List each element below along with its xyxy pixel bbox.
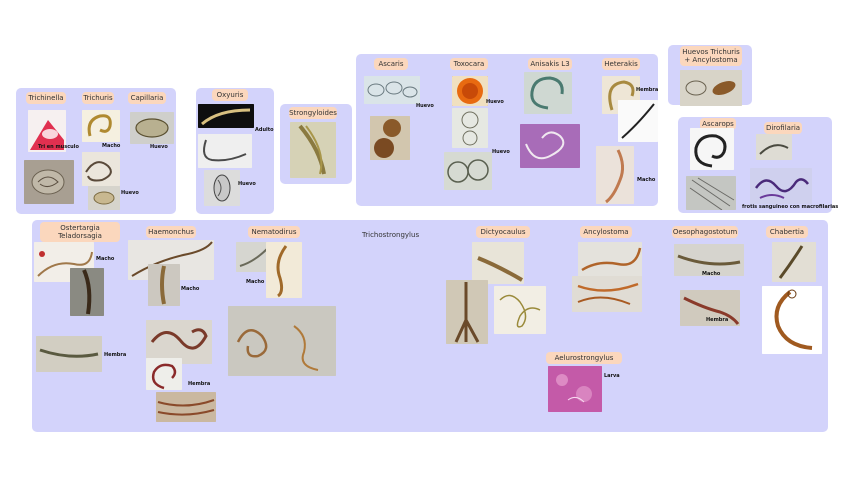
caption-ascaris-huevo: Huevo — [416, 103, 434, 109]
label-aelurostrongylus[interactable]: Aelurostrongylus — [546, 352, 622, 364]
image-anisakis-1 — [524, 72, 572, 114]
image-ascarops — [690, 128, 734, 170]
image-heterakis-macho — [596, 146, 634, 204]
caption-haemonchus-macho: Macho — [181, 286, 200, 292]
label-huevos-trichuris-ancylostoma[interactable]: Huevos Trichuris + Ancylostoma — [680, 46, 742, 66]
label-anisakis[interactable]: Anisakis L3 — [528, 58, 572, 70]
image-ancylostoma-2 — [572, 276, 642, 312]
image-oxyuris-huevo — [204, 170, 240, 206]
label-ostertagia-teladorsagia[interactable]: Ostertargia Teladorsagia — [40, 222, 120, 242]
image-toxocara-huevo-2 — [452, 108, 488, 148]
label-trichuris[interactable]: Trichuris — [82, 92, 114, 104]
image-heterakis-hembra — [602, 76, 640, 114]
caption-ostertagia-macho: Macho — [96, 256, 115, 262]
image-trichuris-worm — [82, 152, 120, 186]
label-oesophagostotum[interactable]: Oesophagostotum — [672, 226, 738, 238]
label-nematodirus[interactable]: Nematodirus — [248, 226, 300, 238]
image-oxyuris-adulto — [198, 104, 254, 128]
image-trichinella-larva — [24, 160, 74, 204]
label-capillaria[interactable]: Capillaria — [128, 92, 166, 104]
image-oesophagostotum-hembra — [680, 290, 740, 326]
label-oxyuris[interactable]: Oxyuris — [212, 89, 248, 101]
caption-ostertagia-hembra: Hembra — [104, 352, 127, 358]
image-ascaris-huevo-detalle — [370, 116, 410, 160]
image-dictyocaulus-1 — [472, 242, 524, 284]
caption-capillaria-huevo: Huevo — [150, 144, 168, 150]
image-nematodirus-2 — [228, 306, 336, 376]
image-chabertia-2 — [762, 286, 822, 354]
label-strongyloides[interactable]: Strongyloides — [289, 107, 337, 119]
image-haemonchus-detalle — [156, 392, 216, 422]
image-huevos-trichuris-ancylostoma — [680, 70, 742, 106]
caption-nematodirus-macho: Macho — [246, 279, 265, 285]
image-ostertagia-hembra — [36, 336, 102, 372]
image-nematodirus-1 — [266, 242, 302, 298]
image-heterakis-worm — [618, 100, 658, 142]
caption-trichinella-musculo: Tri en musculo — [38, 144, 79, 150]
image-anisakis-2 — [520, 124, 580, 168]
image-ascarops-detalle — [686, 176, 736, 210]
image-capillaria-huevo — [130, 112, 174, 144]
caption-oesophagostotum-hembra: Hembra — [706, 317, 729, 323]
label-ascaris[interactable]: Ascaris — [374, 58, 408, 70]
image-ostertagia-detalle — [70, 268, 104, 316]
image-trichuris-huevo — [88, 186, 120, 210]
label-haemonchus[interactable]: Haemonchus — [146, 226, 196, 238]
caption-heterakis-hembra: Hembra — [636, 87, 659, 93]
caption-oxyuris-huevo: Huevo — [238, 181, 256, 187]
image-haemonchus-macho — [148, 264, 180, 306]
image-chabertia-1 — [772, 242, 816, 282]
image-dictyocaulus-3 — [494, 286, 546, 334]
label-toxocara[interactable]: Toxocara — [450, 58, 488, 70]
image-dictyocaulus-2 — [446, 280, 488, 344]
label-dirofilaria[interactable]: Dirofilaria — [764, 122, 802, 134]
image-oxyuris-worm — [198, 134, 252, 168]
image-ascaris-huevos — [364, 76, 420, 104]
label-trichinella[interactable]: Trichinella — [26, 92, 66, 104]
image-trichuris-macho — [82, 110, 120, 142]
image-haemonchus-hembra — [146, 320, 212, 364]
image-aelurostrongylus-larva — [548, 366, 602, 412]
label-dictyocaulus[interactable]: Dictyocaulus — [476, 226, 530, 238]
image-dirofilaria — [756, 134, 792, 160]
image-toxocara-huevo — [452, 76, 488, 106]
caption-trichuris-huevo: Huevo — [121, 190, 139, 196]
caption-toxocara-huevo-1: Huevo — [486, 99, 504, 105]
image-dirofilaria-frotis — [750, 168, 812, 204]
caption-trichuris-macho: Macho — [102, 143, 121, 149]
image-toxocara-huevos — [444, 152, 492, 190]
image-haemonchus-espiral — [146, 358, 182, 390]
label-heterakis[interactable]: Heterakis — [602, 58, 640, 70]
image-strongyloides — [290, 122, 336, 178]
caption-oesophagostotum-macho: Macho — [702, 271, 721, 277]
caption-dirofilaria-frotis: frotis sanguineo con macrofilarias — [742, 204, 839, 210]
caption-toxocara-huevo-2: Huevo — [492, 149, 510, 155]
label-trichostrongylus[interactable]: Trichostrongylus — [362, 231, 420, 239]
label-chabertia[interactable]: Chabertia — [766, 226, 808, 238]
caption-heterakis-macho: Macho — [637, 177, 656, 183]
image-trichinella-muscle — [28, 110, 66, 152]
caption-haemonchus-hembra: Hembra — [188, 381, 211, 387]
caption-oxyuris-adulto: Adulto — [255, 127, 274, 133]
image-ancylostoma-1 — [578, 242, 642, 278]
caption-aelurostrongylus-larva: Larva — [604, 373, 620, 379]
image-oesophagostotum-macho — [674, 244, 744, 276]
label-ancylostoma[interactable]: Ancylostoma — [580, 226, 632, 238]
label-ascarops[interactable]: Ascarops — [700, 118, 736, 130]
